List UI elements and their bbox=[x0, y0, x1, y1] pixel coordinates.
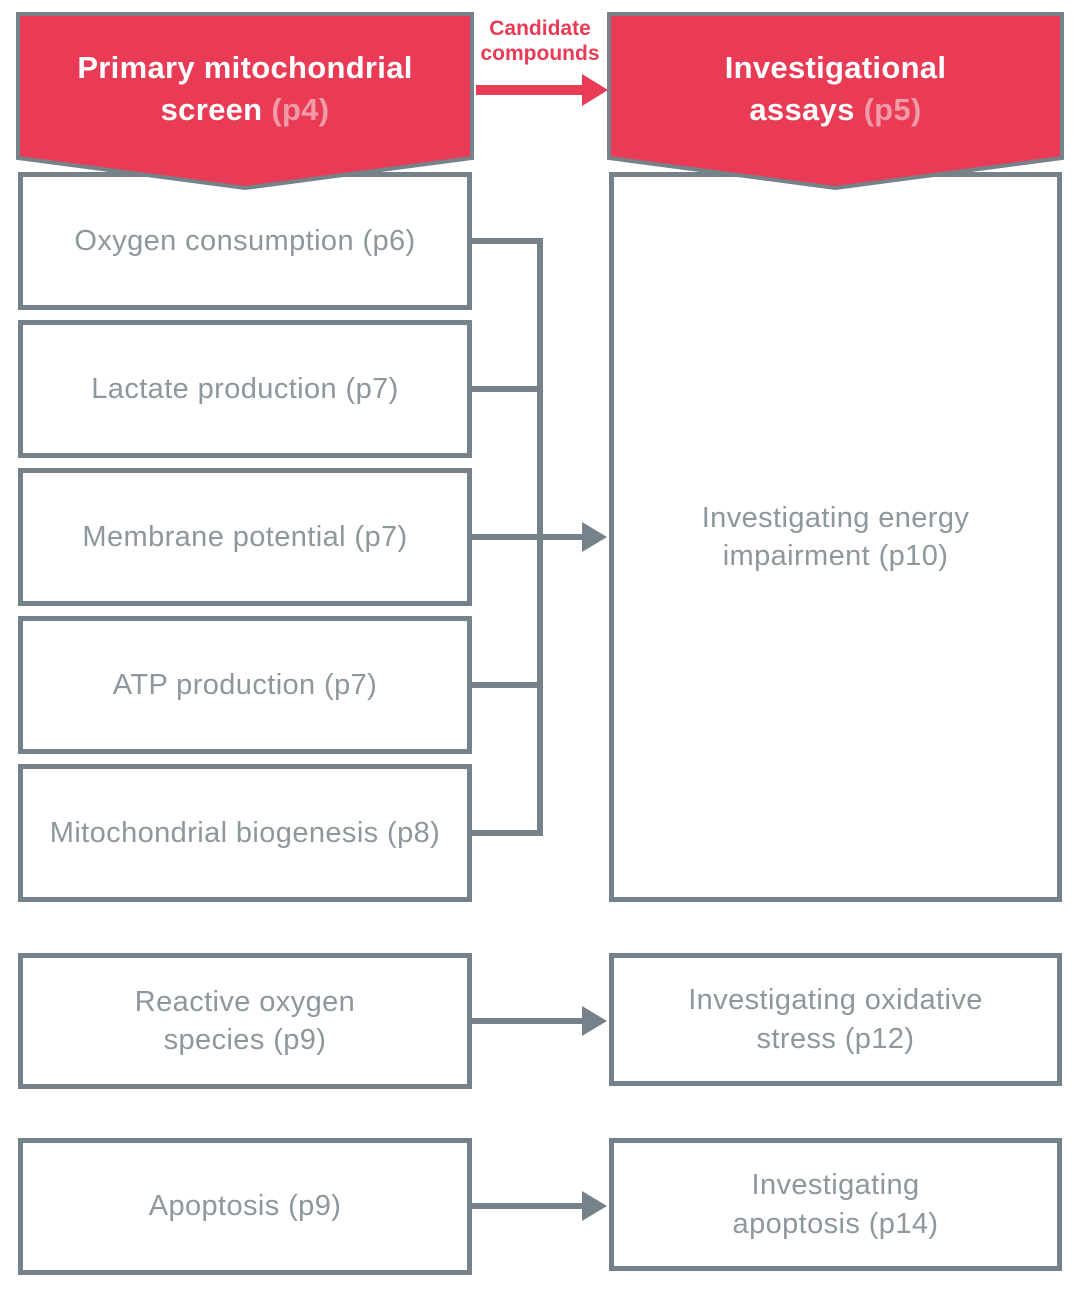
assay-box-apoptosis: Investigating apoptosis (p14) bbox=[609, 1138, 1062, 1271]
energy-impairment-arrowhead-icon bbox=[582, 522, 607, 552]
screen-box-label: Oxygen consumption (p6) bbox=[74, 224, 416, 257]
investigational-assays-banner-title: Investigational assays (p5) bbox=[609, 14, 1062, 164]
screen-box-oxygen-consumption: Oxygen consumption (p6) bbox=[18, 172, 472, 310]
candidate-compounds-label: Candidate compounds bbox=[462, 16, 618, 66]
assay-box-label-line: Investigating bbox=[751, 1169, 920, 1202]
banner-title-line: screen (p4) bbox=[161, 89, 330, 131]
screen-box-reactive-oxygen-species: Reactive oxygen species (p9) bbox=[18, 953, 472, 1089]
banner-title-text: screen bbox=[160, 92, 263, 127]
screen-box-label: Mitochondrial biogenesis (p8) bbox=[49, 816, 441, 849]
screen-box-mitochondrial-biogenesis: Mitochondrial biogenesis (p8) bbox=[18, 764, 472, 902]
candidate-compounds-arrow-shaft bbox=[476, 85, 584, 95]
banner-page-ref: (p5) bbox=[863, 92, 922, 127]
assay-box-label-line: apoptosis (p14) bbox=[732, 1207, 939, 1240]
assay-box-label-line: stress (p12) bbox=[756, 1022, 915, 1055]
assay-box-oxidative-stress: Investigating oxidative stress (p12) bbox=[609, 953, 1062, 1086]
assay-box-label-line: Investigating oxidative bbox=[688, 984, 983, 1017]
screen-box-atp-production: ATP production (p7) bbox=[18, 616, 472, 754]
assay-box-label-line: Investigating energy bbox=[701, 501, 970, 534]
oxidative-stress-arrowhead-icon bbox=[582, 1006, 607, 1036]
screen-box-apoptosis: Apoptosis (p9) bbox=[18, 1138, 472, 1275]
banner-title-line: Investigational bbox=[724, 50, 947, 86]
apoptosis-arrowhead-icon bbox=[582, 1191, 607, 1221]
screen-box-lactate-production: Lactate production (p7) bbox=[18, 320, 472, 458]
screen-box-membrane-potential: Membrane potential (p7) bbox=[18, 468, 472, 606]
screen-box-label: Lactate production (p7) bbox=[91, 372, 399, 405]
flow-label-line: Candidate bbox=[489, 17, 591, 40]
flow-label-line: compounds bbox=[480, 42, 600, 66]
banner-title-line: assays (p5) bbox=[749, 89, 921, 131]
screen-box-label: ATP production (p7) bbox=[112, 668, 378, 701]
primary-screen-banner-title: Primary mitochondrial screen (p4) bbox=[18, 14, 472, 164]
screen-box-label-line: species (p9) bbox=[163, 1024, 327, 1056]
banner-page-ref: (p4) bbox=[271, 92, 330, 127]
assay-box-label-line: impairment (p10) bbox=[722, 540, 949, 572]
banner-title-text: assays bbox=[749, 92, 855, 127]
banner-title-line: Primary mitochondrial bbox=[77, 50, 413, 86]
screen-box-label: Apoptosis (p9) bbox=[148, 1190, 342, 1223]
screen-box-label-line: Reactive oxygen bbox=[134, 985, 356, 1018]
candidate-compounds-arrowhead-icon bbox=[582, 74, 608, 106]
screen-box-label: Membrane potential (p7) bbox=[82, 520, 408, 553]
assay-box-energy-impairment: Investigating energy impairment (p10) bbox=[609, 172, 1062, 902]
